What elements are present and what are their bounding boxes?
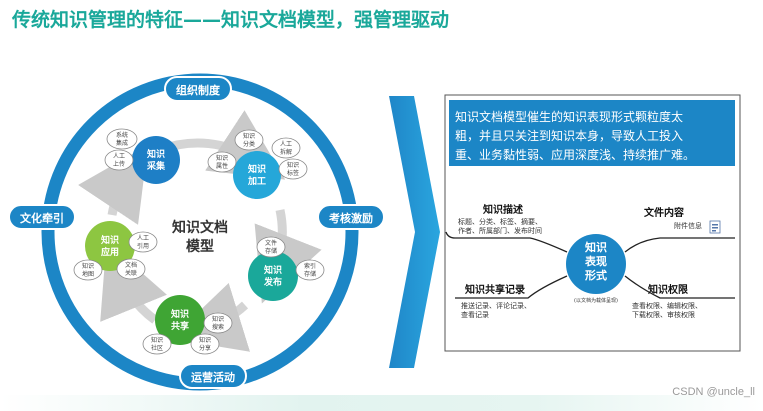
page-title: 传统知识管理的特征——知识文档模型，强管理驱动: [12, 9, 450, 31]
svg-text:引用: 引用: [137, 242, 149, 250]
ring-label-left: 文化牵引: [8, 204, 76, 230]
svg-text:集成: 集成: [116, 139, 128, 147]
svg-text:系统: 系统: [116, 131, 128, 139]
stage-process-label-1: 知识: [247, 163, 266, 175]
cycle-arc-5: [78, 145, 148, 225]
info-box: [449, 100, 735, 166]
ring-label-right-text: 考核激励: [329, 211, 373, 225]
bottom-band: [0, 395, 763, 411]
svg-text:关联: 关联: [125, 269, 137, 277]
mind-map-center-note: (以文档为载体呈现): [574, 297, 618, 304]
branch-description-detail-2: 作者、所属部门、发布时间: [458, 226, 542, 235]
stage-apply: 知识 应用: [85, 221, 135, 271]
svg-text:属性: 属性: [216, 162, 228, 170]
bubble-knowledge-sharing: 知识 分享: [190, 333, 220, 355]
ring-label-bottom-text: 运营活动: [191, 370, 235, 384]
info-box-line-1: 知识文档模型催生的知识表现形式颗粒度太: [455, 109, 683, 124]
svg-text:知识: 知识: [151, 336, 163, 344]
svg-text:文档: 文档: [125, 261, 137, 269]
ring-label-right: 考核激励: [317, 204, 385, 230]
info-box-line-2: 粗，并且只关注到知识本身，导致人工投入: [455, 128, 683, 143]
svg-text:存储: 存储: [265, 247, 277, 255]
svg-text:知识: 知识: [287, 161, 299, 169]
svg-text:拆解: 拆解: [280, 148, 292, 156]
stage-process-label-2: 加工: [247, 175, 266, 187]
svg-text:分类: 分类: [243, 140, 255, 148]
branch-permission-detail-1: 查看权限、编辑权限、: [632, 301, 702, 310]
stage-publish-label-2: 发布: [263, 276, 282, 288]
svg-text:社区: 社区: [151, 344, 163, 352]
bubble-file-storage: 文件 存储: [256, 236, 286, 258]
svg-text:知识: 知识: [216, 154, 228, 162]
svg-text:知识: 知识: [243, 132, 255, 140]
branch-file-content-detail: 附件信息: [674, 221, 702, 230]
stage-publish: 知识 发布: [248, 251, 298, 301]
stage-apply-label-1: 知识: [100, 234, 119, 246]
bubble-index-storage: 索引 存储: [295, 259, 325, 281]
svg-text:索引: 索引: [304, 262, 316, 270]
stage-collect-label-1: 知识: [146, 148, 165, 160]
svg-text:人工: 人工: [113, 153, 125, 160]
bubble-knowledge-classify: 知识 分类: [234, 129, 264, 151]
svg-text:知识: 知识: [199, 336, 211, 344]
bubble-knowledge-search: 知识 搜索: [203, 312, 233, 334]
svg-text:文件: 文件: [265, 239, 277, 247]
svg-text:搜索: 搜索: [212, 323, 224, 331]
stage-share-label-2: 共享: [171, 320, 189, 332]
mind-map-center-line-1: 知识: [584, 240, 607, 254]
watermark: CSDN @uncle_ll: [672, 386, 755, 398]
bubble-knowledge-community: 知识 社区: [142, 333, 172, 355]
svg-text:人工: 人工: [280, 141, 292, 148]
branch-description-detail-1: 标题、分类、标签、摘要、: [458, 217, 542, 226]
bubble-manual-reference: 人工 引用: [128, 231, 158, 253]
stage-publish-label-1: 知识: [263, 264, 282, 276]
svg-text:标签: 标签: [287, 169, 299, 177]
info-box-line-3: 重、业务黏性弱、应用深度浅、持续推广难。: [455, 147, 695, 162]
stage-collect: 知识 采集: [132, 136, 180, 184]
cycle-arc-4: [100, 241, 167, 324]
bubble-knowledge-tag: 知识 标签: [278, 158, 308, 180]
svg-text:知识: 知识: [82, 262, 94, 270]
bubble-system-integration: 系统 集成: [106, 128, 138, 150]
svg-text:分享: 分享: [199, 344, 211, 352]
svg-text:地图: 地图: [82, 270, 94, 278]
svg-text:知识: 知识: [212, 315, 224, 323]
branch-description-title: 知识描述: [482, 203, 523, 216]
mind-map-center-line-3: 形式: [585, 268, 607, 282]
bubble-manual-split: 人工 拆解: [271, 137, 301, 159]
mind-map-center-line-2: 表现: [584, 254, 607, 268]
mind-map-lines: [445, 231, 735, 299]
ring-label-bottom: 运营活动: [179, 363, 247, 389]
bubble-document-link: 文档 关联: [116, 258, 146, 280]
ring-label-top-text: 组织制度: [176, 83, 221, 97]
svg-text:存储: 存储: [304, 270, 316, 278]
ring-label-left-text: 文化牵引: [20, 211, 64, 225]
stage-collect-label-2: 采集: [146, 160, 166, 172]
svg-text:上传: 上传: [113, 160, 125, 168]
branch-share-record-detail-1: 推送记录、评论记录、: [461, 301, 531, 310]
bubble-knowledge-attribute: 知识 属性: [207, 151, 237, 173]
file-icon: [709, 220, 721, 234]
stage-share-label-1: 知识: [170, 308, 189, 320]
ring-label-top: 组织制度: [164, 76, 232, 102]
branch-permission-title: 知识权限: [647, 283, 689, 296]
mind-map-center: 知识 表现 形式: [566, 234, 626, 294]
branch-permission-detail-2: 下载权限、审核权限: [632, 310, 695, 319]
center-label-line-2: 模型: [186, 238, 214, 255]
svg-text:人工: 人工: [137, 235, 149, 242]
bubble-knowledge-map: 知识 地图: [73, 259, 103, 281]
stage-share: 知识 共享: [155, 295, 205, 345]
stage-apply-label-2: 应用: [101, 246, 119, 258]
bubble-manual-upload: 人工 上传: [104, 149, 134, 171]
branch-share-record-detail-2: 查看记录: [461, 310, 489, 319]
branch-share-record-title: 知识共享记录: [464, 283, 525, 296]
chevron-arrow-icon: [389, 96, 440, 368]
center-label-line-1: 知识文档: [172, 219, 228, 236]
branch-file-content-title: 文件内容: [644, 206, 684, 219]
stage-process: 知识 加工: [233, 151, 281, 199]
